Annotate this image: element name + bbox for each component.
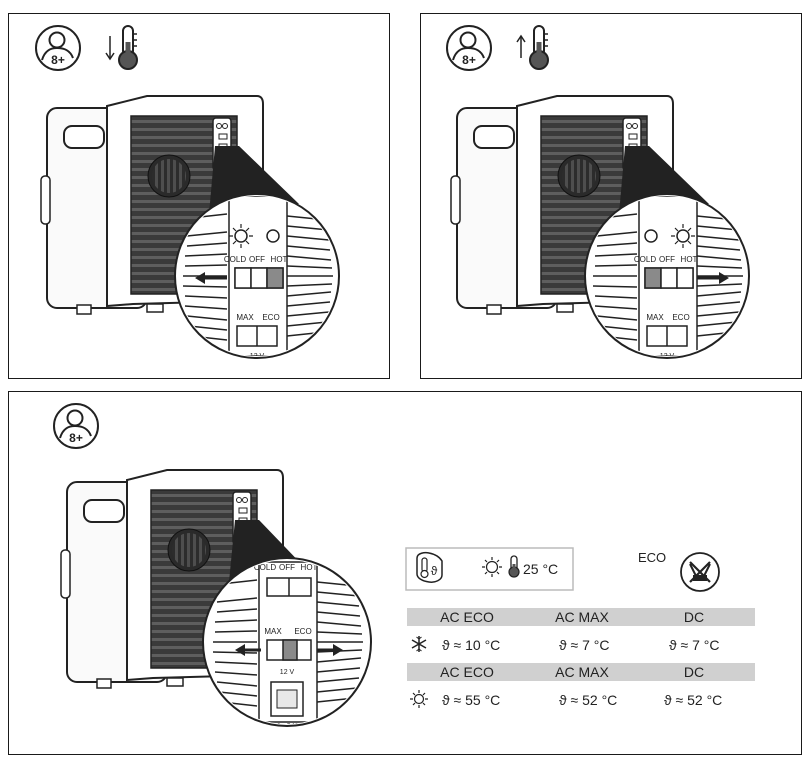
table-header-cell: DC bbox=[684, 664, 704, 680]
svg-text:12 V: 12 V bbox=[280, 669, 295, 676]
table-header-cell: AC MAX bbox=[555, 664, 609, 680]
table-cell: ϑ ≈ 7 °C bbox=[669, 637, 720, 653]
table-header-hot bbox=[407, 663, 755, 681]
sun-icon bbox=[410, 690, 428, 708]
cold-led-icon bbox=[229, 224, 253, 248]
conditions-box: ϑ 25 °C bbox=[405, 547, 574, 591]
thermometer-up-icon bbox=[516, 25, 549, 70]
eco-label: ECO bbox=[638, 550, 666, 565]
cold-led-icon bbox=[644, 229, 658, 243]
control-panel-zoom: COLD OFF HOT MAX ECO 12 V bbox=[202, 557, 372, 730]
table-cell: ϑ ≈ 55 °C bbox=[442, 692, 500, 708]
thermometer-icon bbox=[508, 555, 520, 578]
svg-text:12 V: 12 V bbox=[660, 353, 675, 360]
table-header-cell: DC bbox=[684, 609, 704, 625]
svg-text:8+: 8+ bbox=[51, 53, 65, 67]
svg-text:COLD: COLD bbox=[224, 255, 246, 264]
svg-text:OFF: OFF bbox=[659, 255, 675, 264]
svg-text:COLD: COLD bbox=[254, 563, 276, 572]
table-cell: ϑ ≈ 10 °C bbox=[442, 637, 500, 653]
table-cell: ϑ ≈ 52 °C bbox=[559, 692, 617, 708]
svg-text:ECO: ECO bbox=[294, 627, 311, 636]
table-header-cold bbox=[407, 608, 755, 626]
svg-text:220 - 240 V: 220 - 240 V bbox=[269, 723, 306, 730]
svg-text:8+: 8+ bbox=[462, 53, 476, 67]
control-panel-zoom: COLD OFF HOT MAX ECO 12 V bbox=[584, 193, 750, 360]
person-8plus-icon: 8+ bbox=[35, 25, 81, 71]
person-8plus-icon: 8+ bbox=[53, 403, 99, 449]
svg-text:HOT: HOT bbox=[301, 563, 318, 572]
svg-text:OFF: OFF bbox=[279, 563, 295, 572]
svg-text:ECO: ECO bbox=[262, 313, 279, 322]
panel-heating: 8+ COLD OFF HOT bbox=[420, 13, 802, 379]
snowflake-icon bbox=[411, 636, 427, 652]
svg-text:8+: 8+ bbox=[69, 431, 83, 445]
mode-switch[interactable] bbox=[234, 267, 284, 289]
svg-text:MAX: MAX bbox=[646, 313, 664, 322]
person-8plus-icon: 8+ bbox=[446, 25, 492, 71]
svg-text:HOT: HOT bbox=[271, 255, 288, 264]
ac-socket bbox=[270, 681, 304, 717]
svg-text:COLD: COLD bbox=[634, 255, 656, 264]
sun-icon bbox=[482, 557, 502, 577]
svg-text:MAX: MAX bbox=[236, 313, 254, 322]
panel-cooling: 8+ COLD OFF HOT bbox=[8, 13, 390, 379]
mode-switch[interactable] bbox=[644, 267, 694, 289]
svg-text:HOT: HOT bbox=[681, 255, 698, 264]
table-cell: ϑ ≈ 52 °C bbox=[664, 692, 722, 708]
hot-led-icon bbox=[671, 224, 695, 248]
power-switch[interactable] bbox=[646, 325, 688, 347]
ambient-temp: 25 °C bbox=[523, 561, 558, 577]
control-panel-zoom: COLD OFF HOT MAX ECO 12 V bbox=[174, 193, 340, 360]
power-switch[interactable] bbox=[266, 639, 312, 661]
thermometer-down-icon bbox=[105, 25, 138, 70]
svg-text:OFF: OFF bbox=[249, 255, 265, 264]
table-header-cell: AC ECO bbox=[440, 609, 494, 625]
svg-text:ϑ: ϑ bbox=[431, 564, 438, 578]
svg-text:MAX: MAX bbox=[264, 627, 282, 636]
svg-text:12 V: 12 V bbox=[250, 353, 265, 360]
table-cell: ϑ ≈ 7 °C bbox=[559, 637, 610, 653]
no-plug-icon bbox=[680, 552, 720, 592]
panel-settings: 8+ COLD OFF HOT MAX ECO bbox=[8, 391, 802, 755]
thermometer-box-icon: ϑ bbox=[416, 551, 443, 583]
hot-led-icon bbox=[266, 229, 280, 243]
mode-switch[interactable] bbox=[266, 577, 312, 597]
power-switch[interactable] bbox=[236, 325, 278, 347]
table-header-cell: AC ECO bbox=[440, 664, 494, 680]
svg-text:ECO: ECO bbox=[672, 313, 689, 322]
table-header-cell: AC MAX bbox=[555, 609, 609, 625]
